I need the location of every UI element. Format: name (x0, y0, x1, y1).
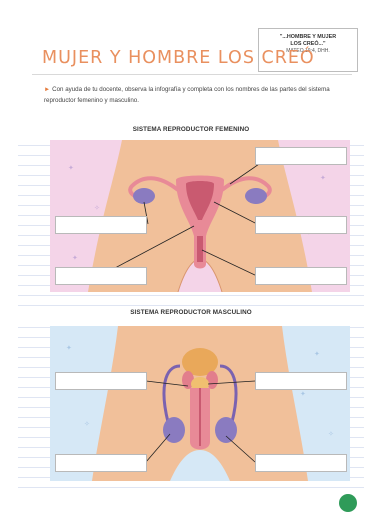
female-label-box-2[interactable] (55, 216, 147, 234)
male-label-box-3[interactable] (55, 454, 147, 472)
quote-line-2: LOS CREÓ..." (259, 41, 357, 48)
left-ovary (133, 188, 155, 204)
page-title: MUJER Y HOMBRE LOS CREÓ (42, 48, 315, 68)
star-icon: ✧ (84, 420, 90, 428)
arrow-icon: ► (44, 86, 50, 93)
title-divider (32, 74, 352, 75)
star-icon: ✦ (300, 390, 306, 398)
quote-line-1: "...HOMBRE Y MUJER (259, 34, 357, 41)
female-label-box-4[interactable] (55, 267, 147, 285)
star-icon: ✦ (72, 254, 78, 262)
instructions-text: Con ayuda de tu docente, observa la info… (44, 86, 330, 104)
star-icon: ✦ (66, 344, 72, 352)
star-icon: ✦ (314, 350, 320, 358)
male-label-box-4[interactable] (255, 454, 347, 472)
male-label-box-2[interactable] (255, 372, 347, 390)
star-icon: ✦ (320, 174, 326, 182)
left-testicle (163, 417, 185, 443)
female-section-title: SISTEMA REPRODUCTOR FEMENINO (0, 126, 382, 133)
page-number-badge (339, 494, 357, 512)
star-icon: ✧ (328, 430, 334, 438)
vaginal-canal (197, 236, 203, 262)
star-icon: ✦ (68, 164, 74, 172)
female-label-box-3[interactable] (255, 216, 347, 234)
male-section-title: SISTEMA REPRODUCTOR MASCULINO (0, 309, 382, 316)
instructions: ►Con ayuda de tu docente, observa la inf… (44, 84, 354, 106)
star-icon: ✧ (94, 204, 100, 212)
right-ovary (245, 188, 267, 204)
male-label-box-1[interactable] (55, 372, 147, 390)
female-label-box-1[interactable] (255, 147, 347, 165)
female-label-box-5[interactable] (255, 267, 347, 285)
right-testicle (215, 417, 237, 443)
